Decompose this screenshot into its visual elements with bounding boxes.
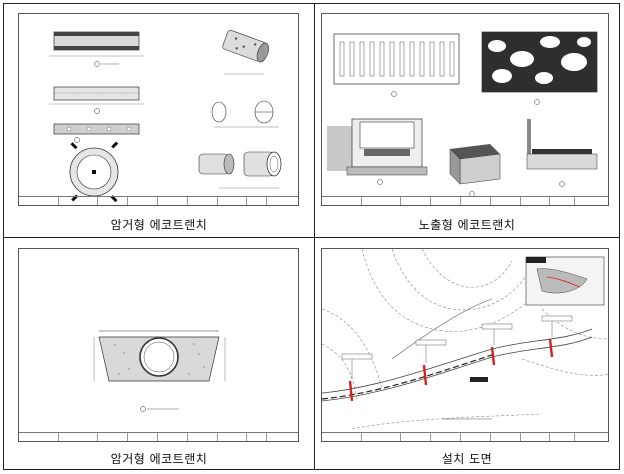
figure-frame: 암거형 에코트랜치	[3, 3, 620, 470]
drawing-svg	[327, 31, 598, 197]
panel-caption: 설치 도면	[441, 452, 493, 466]
title-block	[322, 432, 608, 441]
divider-vertical	[314, 4, 315, 469]
drawing-svg	[93, 330, 226, 412]
panel-buried-trench-details: 암거형 에코트랜치	[4, 4, 314, 237]
divider-horizontal	[4, 237, 619, 238]
panel-buried-trench-section: 암거형 에코트랜치	[4, 238, 314, 469]
drawing-sheet	[18, 248, 299, 442]
title-block	[19, 432, 298, 441]
drawing-sheet	[18, 13, 299, 206]
panel-installation-plan: 설치 도면	[315, 238, 619, 469]
panel-caption: 암거형 에코트랜치	[110, 452, 208, 466]
drawing-sheet	[321, 13, 609, 206]
panel-caption: 암거형 에코트랜치	[110, 218, 208, 232]
panel-exposed-trench-details: 노출형 에코트랜치	[315, 4, 619, 237]
site-plan-svg	[322, 249, 610, 430]
panel-caption: 노출형 에코트랜치	[418, 218, 516, 232]
title-block	[322, 196, 608, 205]
drawing-svg	[49, 29, 282, 203]
drawing-sheet	[321, 248, 610, 442]
title-block	[19, 196, 298, 205]
